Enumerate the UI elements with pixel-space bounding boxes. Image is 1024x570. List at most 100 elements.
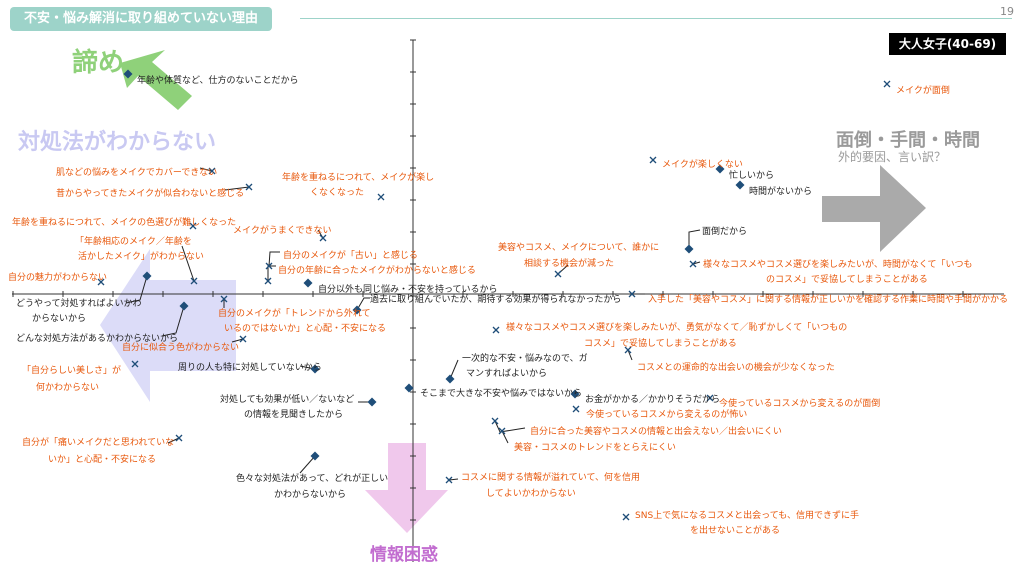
point-label: 自分に合った美容やコスメの情報と出会えない／出会いにくい [530, 425, 782, 437]
point-label: してよいかわからない [486, 488, 576, 499]
leader-line [167, 437, 180, 444]
point-label: 美容やコスメ、メイクについて、誰かに [498, 241, 659, 253]
point-label: 何かわからない [36, 381, 99, 393]
point-label: 面倒だから [702, 225, 747, 237]
point-label: 昔からやってきたメイクが似合わないと感じる [56, 187, 244, 199]
diamond-marker [735, 180, 745, 190]
title-divider [300, 18, 1012, 19]
cross-marker [208, 167, 216, 175]
cross-marker [554, 270, 562, 278]
point-label: どうやって対処すればよいかわ [16, 297, 142, 309]
point-label: 自分以外も同じ悩み・不安を持っているから [318, 283, 498, 295]
point-label: 周りの人も特に対処していないから [178, 361, 322, 373]
point-label: コスメ」で妥協してしまうことがある [584, 337, 737, 349]
leader-line [224, 186, 250, 191]
point-label: のコスメ」で妥協してしまうことがある [766, 273, 928, 285]
point-label: 自分に似合う色がわからない [122, 341, 239, 353]
diamond-marker [123, 69, 133, 79]
point-label: を出せないことがある [690, 524, 780, 536]
leader-line [627, 349, 633, 361]
cross-marker [220, 295, 228, 303]
point-label: 自分のメイクが「古い」と感じる [283, 249, 418, 261]
point-label: 過去に取り組んでいたが、期待する効果が得られなかったから [370, 293, 621, 305]
cross-marker [628, 290, 636, 298]
point-label: 肌などの悩みをメイクでカバーできない [56, 166, 217, 178]
cross-marker [491, 417, 499, 425]
diamond-marker [715, 164, 725, 174]
cross-marker [265, 262, 273, 270]
diamond-marker [684, 244, 694, 254]
point-label: SNS上で気になるコスメと出会っても、信用できずに手 [635, 509, 859, 521]
cross-marker [264, 277, 272, 285]
arrow-unknown-method [100, 249, 236, 402]
leader-line [125, 275, 148, 304]
cross-marker [377, 193, 385, 201]
point-label: 入手した「美容やコスメ」に関する情報が正しいかを確認する作業に時間や手間がかかる [648, 293, 1008, 305]
page-title: 不安・悩み解消に取り組めていない理由 [10, 7, 273, 31]
point-label: からないから [32, 313, 86, 324]
diamond-marker [404, 383, 414, 393]
cross-marker [622, 513, 630, 521]
point-label: 様々なコスメやコスメ選びを楽しみたいが、時間がなくて「いつも [703, 258, 973, 270]
quadrant-label-resignation: 諦め [72, 48, 125, 78]
leader-line [356, 297, 370, 311]
leader-line [448, 478, 459, 481]
point-label: 一次的な不安・悩みなので、ガ [462, 352, 588, 364]
diamond-marker [367, 397, 377, 407]
cross-marker [190, 277, 198, 285]
point-label: どんな対処方法があるかわからないから [16, 332, 178, 344]
point-label: いるのではないか」と心配・不安になる [224, 322, 386, 334]
cross-marker [498, 427, 506, 435]
leader-line [199, 167, 213, 172]
point-label: 自分が「痛いメイクだと思われていな [22, 436, 174, 448]
leader-line [268, 251, 280, 267]
cross-marker [624, 346, 632, 354]
data-labels: 年齢や体質など、仕方のないことだから忙しいから時間がないから面倒だから自分以外も… [8, 74, 1008, 536]
point-label: かわからないから [274, 489, 346, 500]
arrow-resignation [120, 50, 192, 110]
point-label: コスメとの運命的な出会いの機会が少なくなった [637, 361, 835, 373]
point-label: 年齢を重ねるにつれて、メイクが楽し [282, 171, 434, 183]
chart-axes [12, 39, 1004, 562]
data-points [97, 69, 891, 521]
segment-badge: 大人女子(40-69) [889, 33, 1006, 55]
diamond-marker [310, 451, 320, 461]
leader-line [181, 245, 195, 282]
point-label: くなくなった [310, 187, 364, 198]
diamond-marker [310, 364, 320, 374]
cross-marker [319, 234, 327, 242]
quadrant-label-hassle: 面倒・手間・時間 [836, 130, 980, 151]
point-label: 「年齢相応のメイク／年齢を [75, 235, 192, 247]
point-label: いか」と心配・不安になる [48, 453, 156, 465]
point-label: 忙しいから [729, 169, 774, 181]
diamond-marker [352, 305, 362, 315]
cross-marker [572, 405, 580, 413]
point-label: メイクがうまくできない [233, 224, 332, 236]
cross-marker [239, 335, 247, 343]
point-label: 様々なコスメやコスメ選びを楽しみたいが、勇気がなくて／恥ずかしくて「いつもの [506, 321, 847, 333]
diamond-marker [303, 278, 313, 288]
diamond-marker [142, 271, 152, 281]
point-label: コスメに関する情報が溢れていて、何を信用 [461, 471, 640, 483]
point-label: 「自分らしい美しさ」が [22, 364, 121, 376]
quadrant-label-info-confusion: 情報困惑 [370, 545, 438, 565]
point-label: の情報を見聞きしたから [244, 408, 343, 420]
cross-marker [883, 80, 891, 88]
diamond-marker [570, 389, 580, 399]
cross-marker [175, 434, 183, 442]
point-label: 自分の年齢に合ったメイクがわからないと感じる [278, 264, 476, 276]
cross-marker [492, 326, 500, 334]
point-label: 色々な対処法があって、どれが正しい [236, 472, 388, 484]
point-label: メイクが面倒 [896, 84, 950, 96]
cross-marker [649, 156, 657, 164]
point-label: 対処しても効果が低い／ないなど [220, 393, 354, 405]
point-label: 自分のメイクが「トレンドから外れて [218, 307, 371, 319]
point-label: 時間がないから [749, 185, 812, 197]
point-label: 年齢や体質など、仕方のないことだから [137, 74, 299, 86]
leader-line [161, 305, 185, 337]
page-number: 19 [1000, 5, 1014, 18]
point-label: 相談する機会が減った [524, 257, 614, 269]
point-label: メイクが楽しくない [662, 158, 743, 170]
cross-marker [97, 278, 105, 286]
leader-line [688, 229, 701, 249]
